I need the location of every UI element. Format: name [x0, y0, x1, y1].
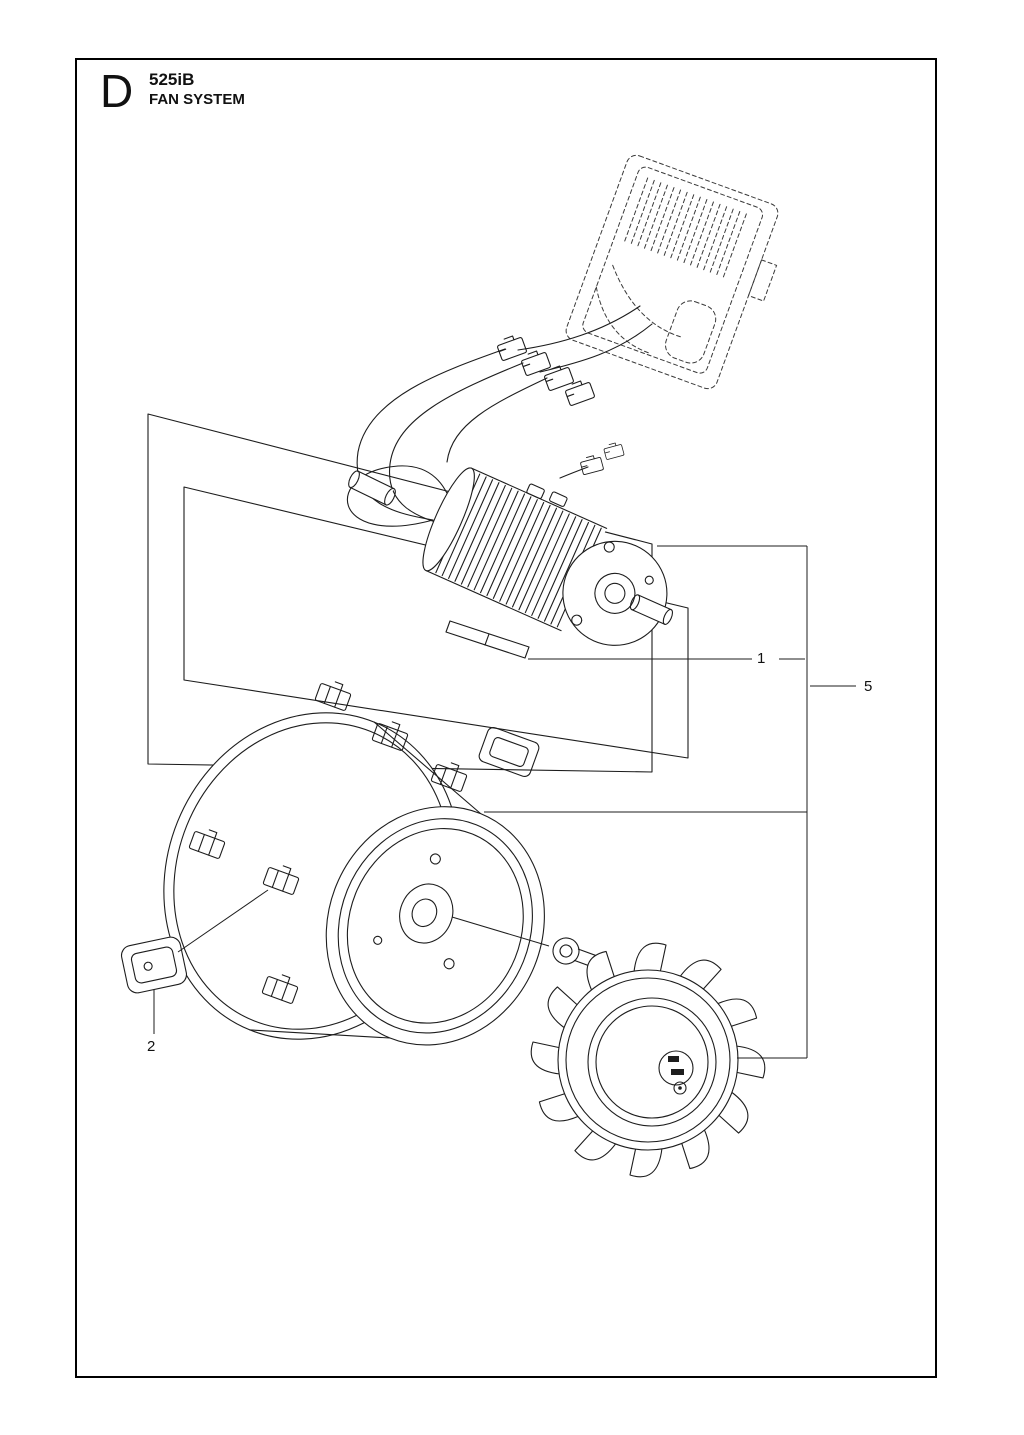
- callout-1: 1: [757, 650, 766, 667]
- reference-part-ghost-icon: [565, 154, 779, 390]
- strip-part: [445, 620, 530, 659]
- section-title: FAN SYSTEM: [149, 91, 245, 108]
- callout-2: 2: [147, 1038, 156, 1055]
- damper-part: [120, 936, 188, 994]
- leader-lines: [153, 545, 856, 1059]
- wire-harness: [347, 305, 653, 527]
- section-letter: D: [100, 65, 134, 117]
- fan-impeller: [530, 942, 766, 1178]
- callout-5: 5: [864, 678, 873, 695]
- wire-connectors: [495, 332, 625, 476]
- model-name: 525iB: [149, 70, 195, 89]
- fan-housing: [163, 712, 545, 1046]
- grommet: [478, 726, 540, 778]
- motor: [422, 467, 674, 646]
- page-border: [75, 58, 937, 1378]
- harness-sleeve: [348, 470, 396, 506]
